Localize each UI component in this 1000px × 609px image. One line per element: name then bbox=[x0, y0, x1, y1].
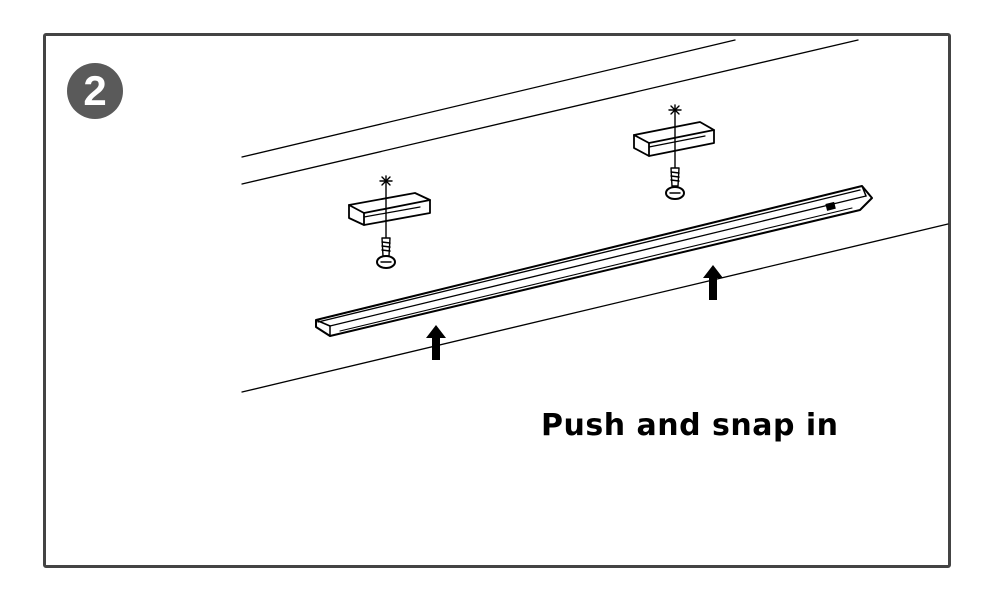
ceiling-line-3 bbox=[241, 223, 949, 393]
up-arrow-icon bbox=[703, 265, 723, 300]
light-bar-rail-icon bbox=[315, 185, 873, 337]
screw-icon bbox=[376, 175, 396, 269]
ceiling-line-2 bbox=[241, 39, 859, 185]
step-number: 2 bbox=[83, 67, 107, 114]
step-number-badge: 2 bbox=[67, 63, 123, 119]
instruction-caption: Push and snap in bbox=[541, 408, 839, 443]
screw-icon bbox=[665, 104, 685, 200]
instruction-frame bbox=[43, 33, 951, 568]
mounting-clip-icon bbox=[633, 121, 715, 157]
ceiling-line-1 bbox=[241, 39, 736, 158]
mounting-clip-icon bbox=[348, 192, 431, 226]
up-arrow-icon bbox=[426, 325, 446, 360]
